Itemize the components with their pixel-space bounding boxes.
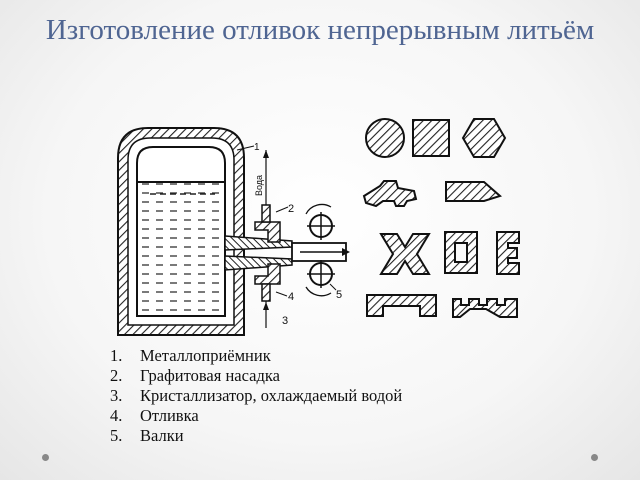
callout-4: 4 xyxy=(288,291,294,303)
water-label: Вода xyxy=(254,175,264,196)
legend-text: Кристаллизатор, охлаждаемый водой xyxy=(140,386,403,405)
rolls xyxy=(305,203,335,297)
callout-3: 3 xyxy=(282,315,288,327)
metal-receiver xyxy=(117,127,245,336)
legend-item: 3. Кристаллизатор, охлаждаемый водой xyxy=(110,386,402,406)
legend-text: Графитовая насадка xyxy=(140,366,280,385)
prev-slide-dot[interactable] xyxy=(42,454,49,461)
legend-number: 5. xyxy=(110,426,123,445)
legend-item: 5. Валки xyxy=(110,426,402,446)
slide-title: Изготовление отливок непрерывным литьём xyxy=(45,14,595,46)
callout-2: 2 xyxy=(288,203,294,215)
profile-hollow-square xyxy=(444,231,478,274)
legend-text: Металлоприёмник xyxy=(140,346,271,365)
legend-number: 4. xyxy=(110,406,123,425)
profile-x xyxy=(379,233,431,275)
legend-item: 1. Металлоприёмник xyxy=(110,346,402,366)
legend-number: 3. xyxy=(110,386,123,405)
casting-bar xyxy=(291,242,350,262)
callout-1: 1 xyxy=(254,142,260,153)
legend-number: 1. xyxy=(110,346,123,365)
profile-tee xyxy=(362,180,418,208)
next-slide-dot[interactable] xyxy=(591,454,598,461)
legend-text: Отливка xyxy=(140,406,199,425)
profile-round xyxy=(365,118,405,158)
legend-list: 1. Металлоприёмник 2. Графитовая насадка 3… xyxy=(110,346,402,446)
profile-hexagon xyxy=(461,118,507,158)
profile-crenellated xyxy=(452,298,518,318)
legend-text: Валки xyxy=(140,426,184,445)
legend-item: 4. Отливка xyxy=(110,406,402,426)
callout-5: 5 xyxy=(336,289,342,301)
profile-channel xyxy=(366,294,437,317)
profile-bevel-bar xyxy=(445,181,503,202)
crystallizer xyxy=(254,150,281,328)
profile-e xyxy=(496,231,520,275)
casting-profiles xyxy=(362,118,520,318)
legend-item: 2. Графитовая насадка xyxy=(110,366,402,386)
profile-square xyxy=(412,119,450,157)
legend-number: 2. xyxy=(110,366,123,385)
